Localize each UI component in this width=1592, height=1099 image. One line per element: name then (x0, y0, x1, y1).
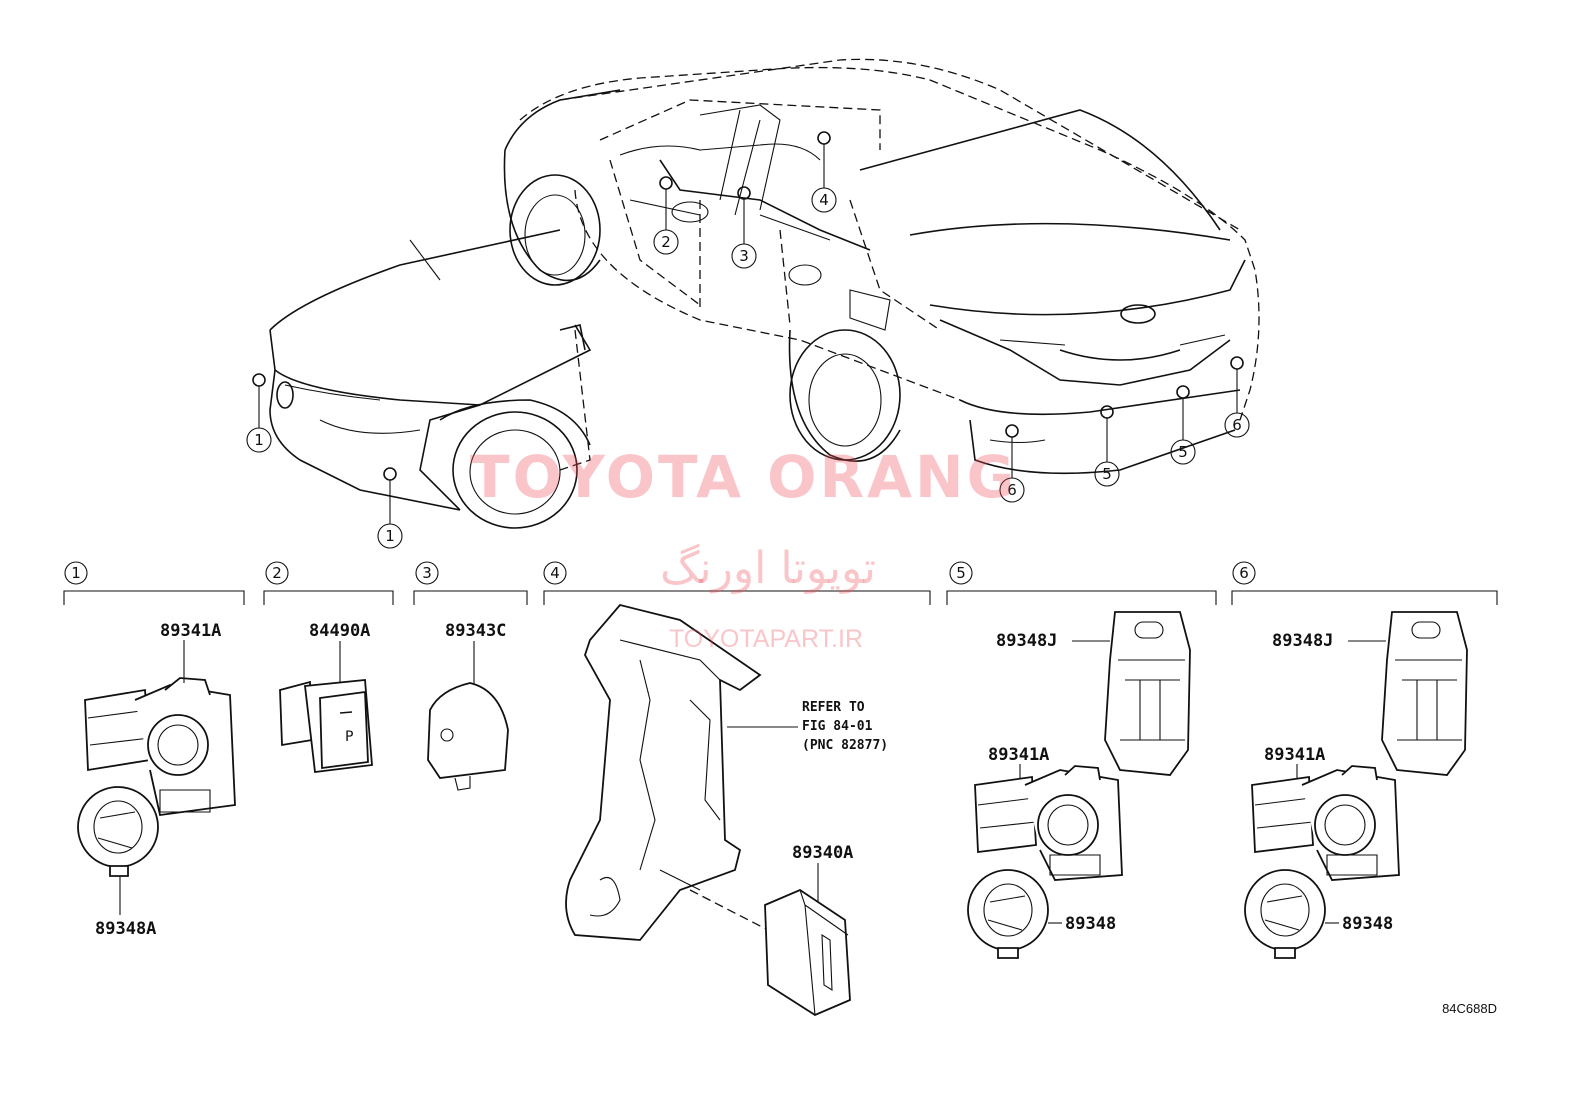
part-number-89340a: 89340A (792, 843, 853, 863)
watermark: TOYOTA ORANG تویوتا اورنگ TOYOTAPART.IR (470, 443, 1017, 653)
section-3-parts: 89343C (427, 621, 509, 791)
section-2: 2 (263, 561, 394, 605)
section-number: 4 (550, 564, 560, 582)
callout-number: 1 (385, 527, 395, 545)
buzzer-unit-icon (427, 682, 509, 791)
callouts: 1 1 2 3 4 5 5 (246, 131, 1250, 549)
section-4-parts: REFER TO FIG 84-01 (PNC 82877) 89340A (565, 603, 888, 1017)
section-3: 3 (413, 561, 528, 605)
callout-1a: 1 (246, 373, 272, 453)
section-1-parts: 89341A 89348A (77, 621, 236, 939)
section-number: 3 (422, 564, 432, 582)
callout-number: 3 (739, 247, 749, 265)
callout-number: 5 (1178, 443, 1188, 461)
part-number-89348j: 89348J (1272, 631, 1333, 651)
ultrasonic-sensor-icon (974, 765, 1123, 881)
ultrasonic-sensor-icon (84, 677, 236, 817)
ultrasonic-sensor-icon (1251, 765, 1400, 881)
section-number: 5 (956, 564, 966, 582)
section-number: 2 (272, 564, 282, 582)
part-number-89348: 89348 (1342, 914, 1393, 934)
callout-3: 3 (731, 186, 757, 269)
watermark-brand: TOYOTA ORANG (470, 443, 1017, 511)
part-number-89341a: 89341A (988, 745, 1049, 765)
callout-2: 2 (653, 176, 679, 255)
part-number-89348j: 89348J (996, 631, 1057, 651)
sensor-retainer-icon (1244, 869, 1326, 959)
figure-code: 84C688D (1442, 1001, 1497, 1016)
part-number-89348: 89348 (1065, 914, 1116, 934)
section-5: 5 (946, 561, 1217, 605)
section-number: 1 (71, 564, 81, 582)
section-number: 6 (1239, 564, 1249, 582)
callout-6a: 6 (999, 424, 1025, 503)
refer-note-line-1: REFER TO (802, 700, 865, 715)
car-rear-view (503, 58, 1260, 475)
callout-6b: 6 (1224, 356, 1250, 438)
section-6: 6 (1231, 561, 1498, 605)
ecu-module-icon (764, 888, 851, 1017)
callout-number: 4 (819, 191, 829, 209)
part-number-89343c: 89343C (445, 621, 506, 641)
parking-switch-icon: P (279, 679, 373, 774)
section-1: 1 (63, 561, 245, 605)
callout-number: 5 (1102, 465, 1112, 483)
callout-number: 1 (254, 431, 264, 449)
sensor-retainer-icon (77, 786, 159, 877)
refer-note-line-2: FIG 84-01 (802, 719, 873, 734)
callout-1b: 1 (377, 467, 403, 549)
callout-4: 4 (811, 131, 837, 213)
callout-5a: 5 (1094, 405, 1120, 487)
callout-number: 6 (1007, 481, 1017, 499)
part-number-89341a: 89341A (160, 621, 221, 641)
callout-5b: 5 (1170, 385, 1196, 465)
section-5-parts: 89348J 89341A 89348 (967, 611, 1191, 959)
watermark-url: TOYOTAPART.IR (669, 625, 863, 653)
part-number-89348a: 89348A (95, 919, 156, 939)
part-number-84490a: 84490A (309, 621, 370, 641)
switch-label: P (345, 729, 353, 745)
refer-note-line-3: (PNC 82877) (802, 738, 888, 753)
section-headers: 1 2 3 4 5 6 (63, 561, 1498, 605)
part-number-89341a: 89341A (1264, 745, 1325, 765)
section-2-parts: 84490A P (279, 621, 373, 774)
car-front-view (269, 229, 592, 529)
section-6-parts: 89348J 89341A 89348 (1244, 611, 1468, 959)
watermark-persian: تویوتا اورنگ (660, 543, 876, 594)
sensor-bracket-icon (1104, 611, 1191, 776)
callout-number: 6 (1232, 416, 1242, 434)
callout-number: 2 (661, 233, 671, 251)
mounting-bracket-icon (565, 603, 762, 941)
section-4: 4 (543, 561, 931, 605)
sensor-bracket-icon (1381, 611, 1468, 776)
sensor-retainer-icon (967, 869, 1049, 959)
